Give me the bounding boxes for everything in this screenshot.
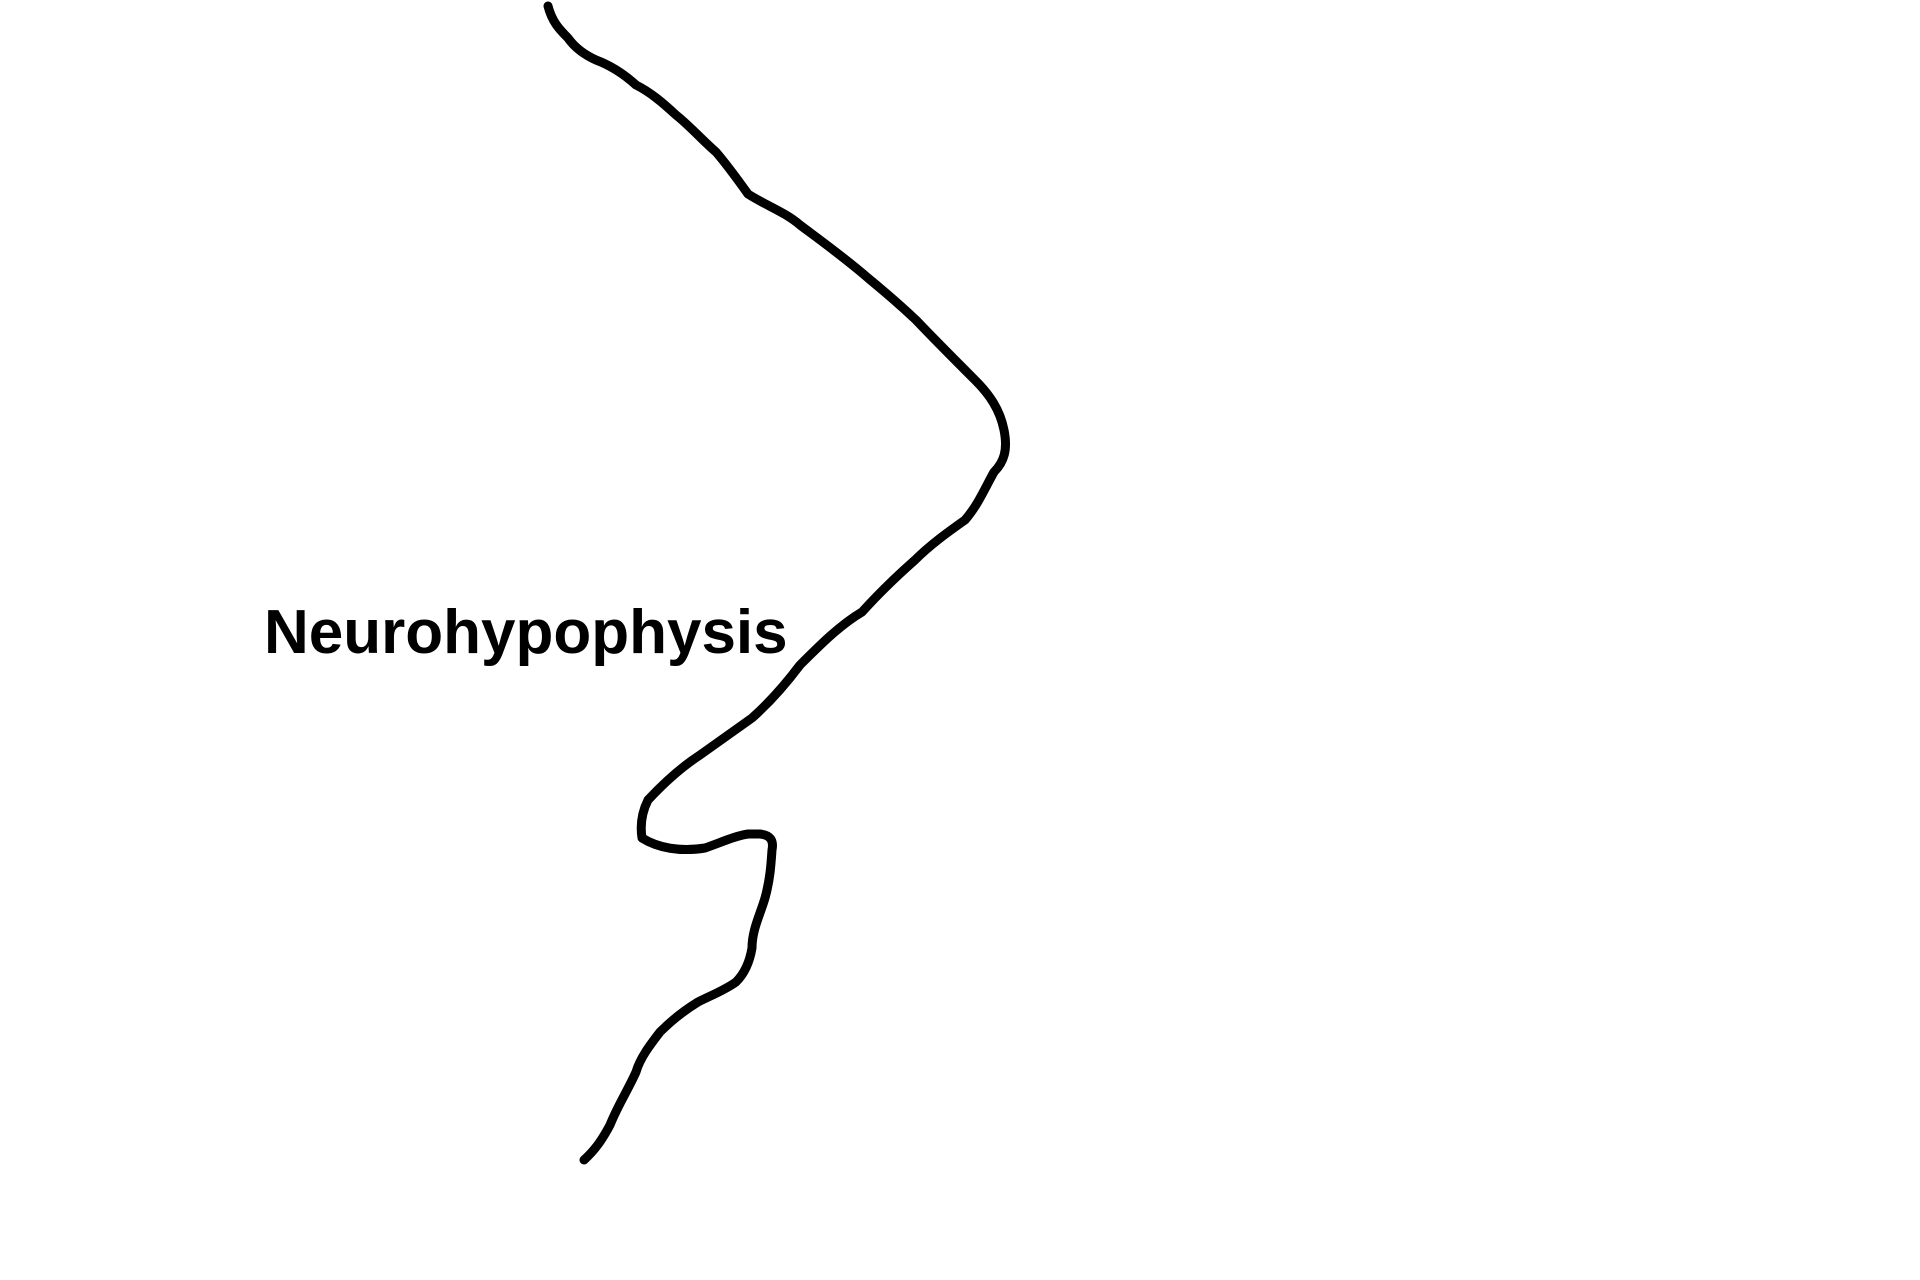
neurohypophysis-boundary-line (543, 1, 1011, 1165)
neurohypophysis-label: Neurohypophysis (264, 598, 788, 667)
